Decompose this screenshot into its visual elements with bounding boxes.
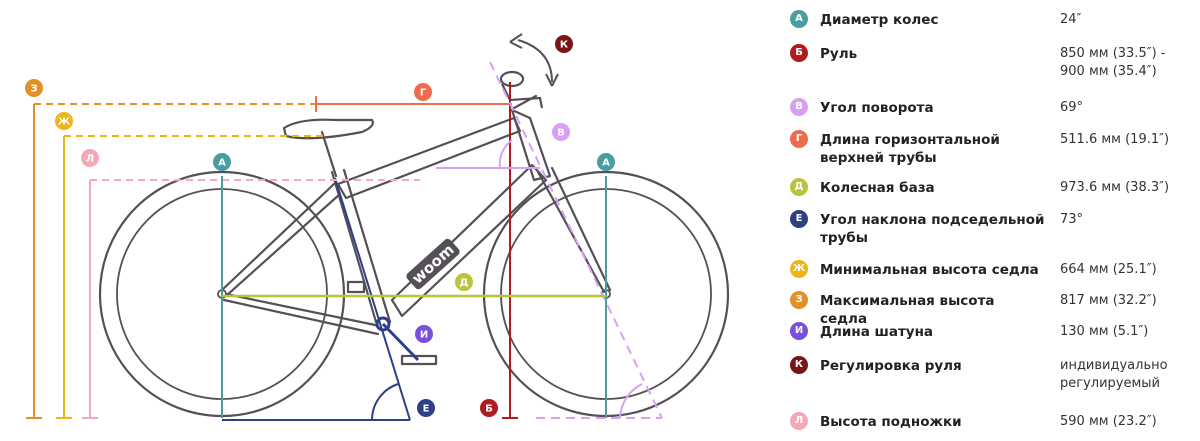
legend-label: Минимальная высота седла (820, 262, 1039, 278)
brand-logo: woom (406, 238, 460, 290)
svg-text:Е: Е (423, 404, 430, 415)
kickstand-plate (346, 280, 366, 294)
badge-l: Л (81, 149, 99, 167)
svg-text:Ж: Ж (58, 117, 71, 128)
top-tube (336, 116, 522, 200)
legend-badge: А (790, 10, 808, 28)
svg-text:И: И (420, 330, 428, 341)
badge-d: Д (455, 273, 473, 291)
svg-text:З: З (30, 84, 37, 95)
legend-badge: В (790, 98, 808, 116)
svg-text:Д: Д (460, 278, 469, 289)
seat-stay (220, 182, 342, 298)
bike-frame (220, 94, 612, 366)
head-tube (510, 108, 552, 182)
legend-label: Высота подножки (820, 414, 962, 430)
legend-label: Колесная база (820, 180, 935, 196)
chain-stay (222, 292, 382, 336)
legend-value: 973.6 мм (38.3″) (1060, 180, 1170, 195)
max-saddle-height-marker (26, 103, 316, 419)
legend-label: Угол поворота (820, 100, 934, 116)
legend-badge: Г (790, 130, 808, 148)
legend-label: Угол наклона подседельной трубы (820, 212, 1045, 246)
legend-badge: И (790, 322, 808, 340)
legend-value: 24″ (1060, 12, 1082, 27)
legend-badge: Л (790, 412, 808, 430)
legend-value: 850 мм (33.5″) - 900 мм (35.4″) (1060, 46, 1166, 79)
crank (375, 316, 420, 362)
min-saddle-height-marker (56, 135, 328, 419)
svg-text:А: А (218, 158, 226, 169)
legend-value: 817 мм (32.2″) (1060, 293, 1157, 308)
svg-text:Б: Б (485, 404, 493, 415)
svg-text:Л: Л (86, 154, 94, 165)
down-tube (390, 163, 548, 318)
legend-label: Руль (820, 46, 858, 62)
bike-geometry-diagram: woom (25, 33, 730, 421)
legend-value: индивидуально регулируемый (1060, 358, 1168, 391)
svg-text:Г: Г (420, 88, 427, 99)
legend-badge: Ж (790, 260, 808, 278)
top-tube-length-marker (315, 96, 512, 112)
legend-badge: Б (790, 44, 808, 62)
badge-e: Е (417, 399, 435, 417)
legend-value: 511.6 мм (19.1″) (1060, 132, 1170, 147)
badge-v: В (552, 123, 570, 141)
legend-badge: Е (790, 210, 808, 228)
handlebar-adjust-arrow (509, 33, 559, 87)
legend-label: Длина шатуна (820, 324, 934, 340)
badge-i: И (415, 325, 433, 343)
svg-text:К: К (560, 40, 569, 51)
legend-label: Диаметр колес (820, 12, 939, 28)
handlebar (499, 70, 544, 109)
legend-value: 73° (1060, 212, 1084, 227)
head-angle-marker (436, 61, 663, 419)
legend-badge: К (790, 356, 808, 374)
legend-label: Длина горизонтальной верхней трубы (820, 132, 1000, 166)
svg-text:А: А (602, 158, 610, 169)
legend-value: 69° (1060, 100, 1084, 115)
legend-value: 590 мм (23.2″) (1060, 414, 1157, 429)
badge-zh: Ж (55, 112, 73, 130)
legend-badge: Д (790, 178, 808, 196)
badge-z: З (25, 79, 43, 97)
fork (536, 166, 612, 294)
seatpost (320, 130, 338, 178)
standover-height-marker (82, 179, 420, 419)
badge-k: К (555, 35, 573, 53)
pedal (400, 354, 438, 366)
legend-label: Регулировка руля (820, 358, 962, 374)
legend-badge: З (790, 291, 808, 309)
badge-a-front: А (597, 153, 615, 171)
badge-g: Г (414, 83, 432, 101)
svg-text:В: В (557, 128, 565, 139)
legend-value: 664 мм (25.1″) (1060, 262, 1157, 277)
seat-angle-marker (222, 177, 411, 421)
legend-label: Максимальная высота седла (820, 293, 995, 327)
legend-value: 130 мм (5.1″) (1060, 324, 1149, 339)
handlebar-height-marker (502, 82, 518, 419)
saddle (282, 118, 374, 140)
badge-b: Б (480, 399, 498, 417)
brand-text: woom (408, 241, 457, 288)
badge-a-rear: А (213, 153, 231, 171)
